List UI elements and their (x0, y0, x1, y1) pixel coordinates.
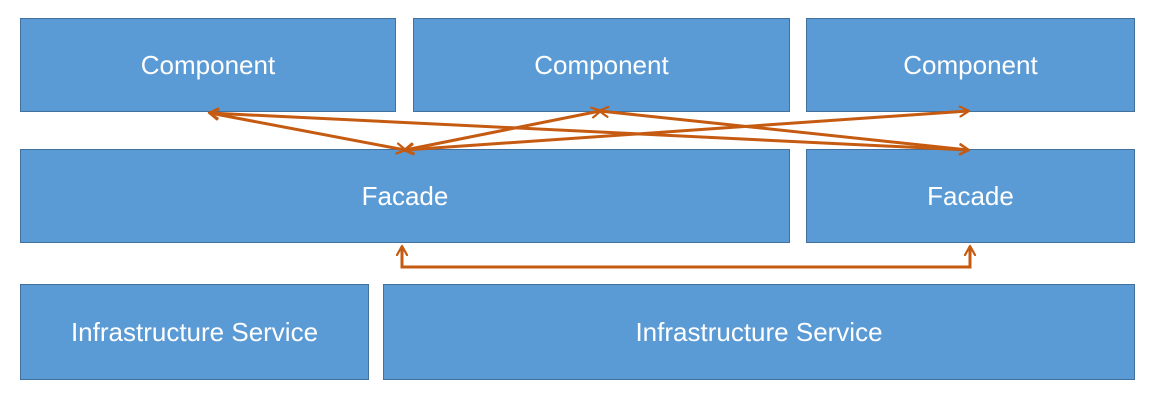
facade-label: Facade (927, 180, 1014, 211)
component-label: Component (534, 49, 669, 80)
component-box-1: Component (20, 18, 396, 112)
arrow-component1-facade1 (210, 113, 405, 150)
arrow-component3-facade1 (405, 111, 968, 150)
facade-label: Facade (361, 180, 449, 211)
arrow-facade1-facade2 (402, 247, 970, 269)
infrastructure-service-label: Infrastructure Service (635, 316, 883, 347)
infrastructure-service-label: Infrastructure Service (70, 316, 319, 347)
infrastructure-service-box-2: Infrastructure Service (383, 284, 1135, 380)
infrastructure-service-box-1: Infrastructure Service (20, 284, 369, 380)
component-label: Component (140, 49, 276, 80)
component-label: Component (903, 49, 1038, 80)
arrow-component2-facade1 (405, 111, 600, 150)
arrow-component2-facade2 (600, 111, 968, 150)
component-box-3: Component (806, 18, 1135, 112)
facade-box-1: Facade (20, 149, 790, 243)
facade-box-2: Facade (806, 149, 1135, 243)
arrow-component1-facade2 (210, 113, 968, 150)
component-box-2: Component (413, 18, 790, 112)
